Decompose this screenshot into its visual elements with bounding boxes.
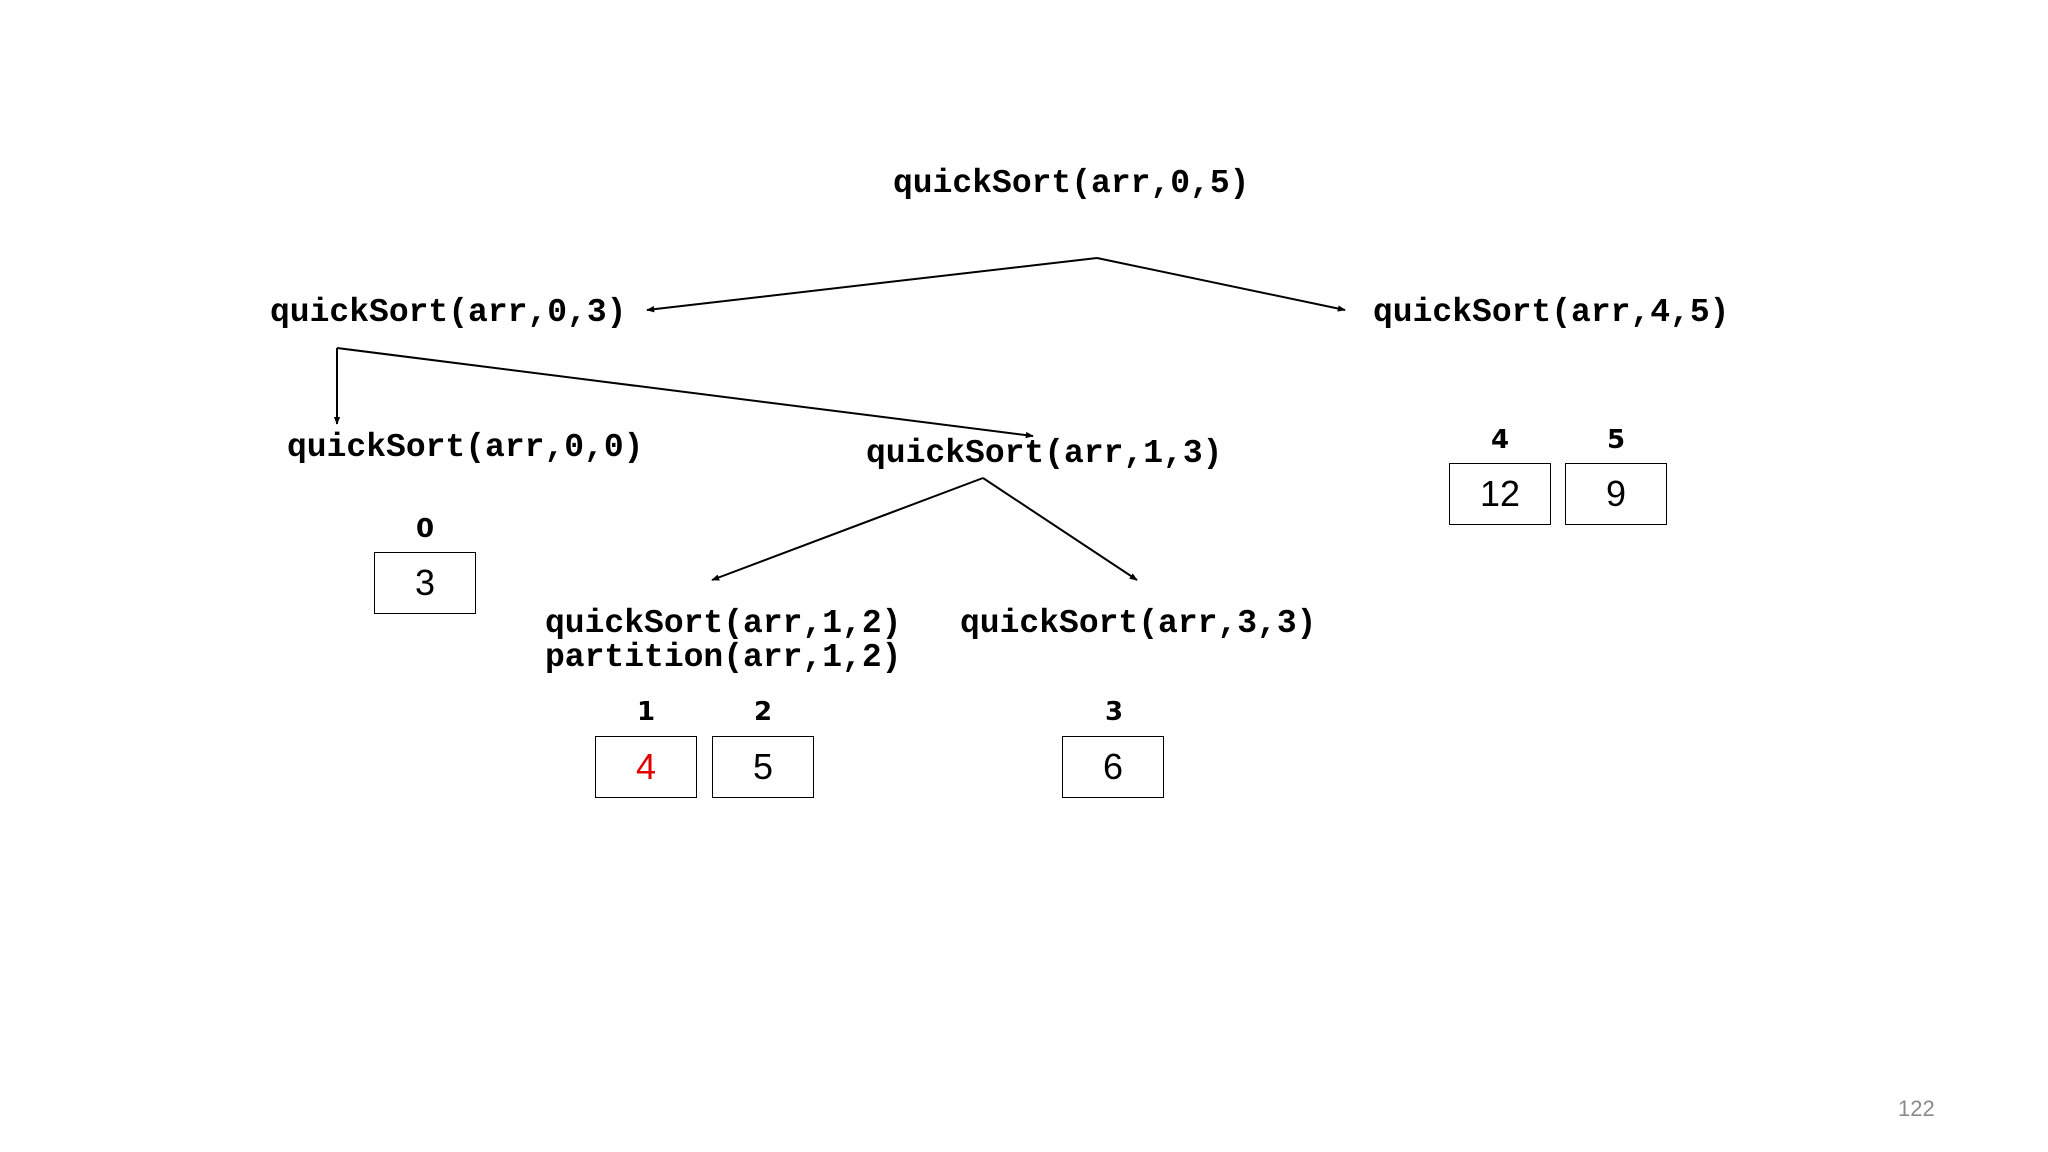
call-left-left: quickSort(arr,0,0) [287, 429, 644, 466]
arrow-left-right-to-lr-left [711, 477, 984, 581]
arrow-root-to-left [646, 257, 1098, 313]
array-index: 2 [753, 697, 773, 727]
array-cell: 6 [1062, 736, 1164, 798]
array-cell: 9 [1565, 463, 1667, 525]
array-cell-pivot: 4 [595, 736, 697, 798]
call-left: quickSort(arr,0,3) [270, 294, 627, 331]
arrow-left-right-to-lr-right [982, 477, 1138, 581]
array-index: 1 [636, 697, 656, 727]
array-index: 5 [1606, 425, 1626, 455]
array-index: 0 [415, 514, 435, 544]
array-cell: 12 [1449, 463, 1551, 525]
array-cell: 3 [374, 552, 476, 614]
call-lr-left: quickSort(arr,1,2) [545, 605, 902, 642]
arrow-root-to-right [1096, 257, 1346, 312]
array-cell: 5 [712, 736, 814, 798]
call-root: quickSort(arr,0,5) [893, 165, 1250, 202]
arrow-left-to-left-right [336, 347, 1034, 439]
call-right: quickSort(arr,4,5) [1373, 294, 1730, 331]
array-index: 3 [1104, 697, 1124, 727]
call-lr-right: quickSort(arr,3,3) [960, 605, 1317, 642]
slide-number: 122 [1898, 1096, 1935, 1121]
call-left-right: quickSort(arr,1,3) [866, 435, 1223, 472]
array-index: 4 [1490, 425, 1510, 455]
call-lr-left-partition: partition(arr,1,2) [545, 639, 902, 676]
